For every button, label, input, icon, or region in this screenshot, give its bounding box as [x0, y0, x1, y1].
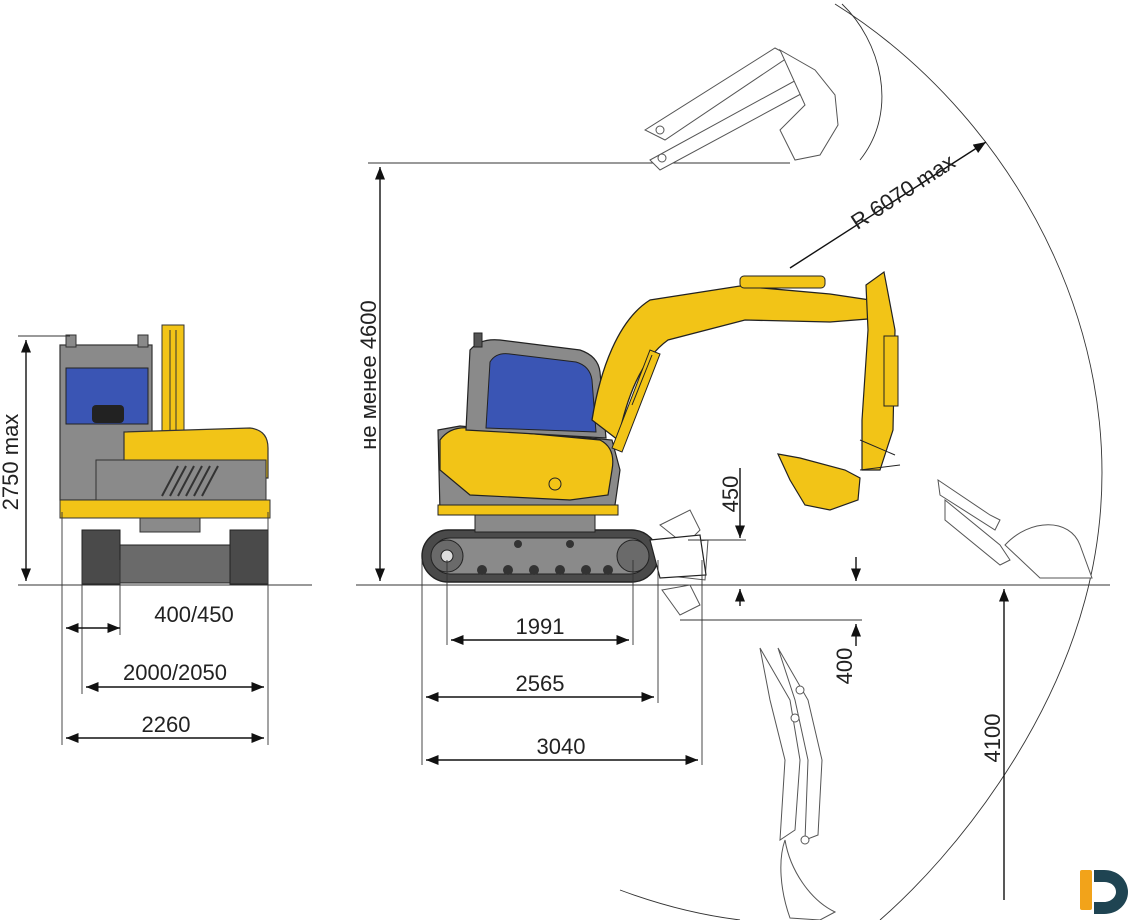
brand-logo-icon [1080, 870, 1128, 914]
track-width-label: 400/450 [154, 602, 234, 627]
side-cab-glass [485, 353, 597, 433]
engine-cover [439, 427, 614, 501]
min-height-label: не менее 4600 [356, 300, 381, 450]
ghost-arm-down [759, 647, 837, 920]
track-length-label: 2565 [516, 671, 565, 696]
transport-length-label: 3040 [537, 734, 586, 759]
ghost-arm-top [643, 47, 839, 171]
blade-lift-label: 450 [718, 476, 743, 513]
dozer-blade [649, 534, 707, 579]
reach-arc [834, 3, 1103, 920]
front-height-label: 2750 max [0, 414, 23, 511]
bucket [776, 453, 861, 511]
tumbler-distance-label: 1991 [516, 614, 565, 639]
front-left-track [81, 529, 121, 585]
gauge-label: 2000/2050 [123, 660, 227, 685]
front-view: 2750 max 400/450 2000/2050 2260 [0, 324, 312, 745]
blade-drop-label: 400 [832, 648, 857, 685]
front-boom [161, 324, 185, 441]
overall-width-label: 2260 [142, 712, 191, 737]
ghost-bucket-right [937, 478, 1093, 579]
reach-label: R 6070 max [846, 149, 959, 235]
stick [861, 270, 896, 471]
side-view: не менее 4600 R 6070 max [356, 3, 1110, 920]
front-right-track [229, 529, 269, 585]
dig-depth-label: 4100 [980, 714, 1005, 763]
